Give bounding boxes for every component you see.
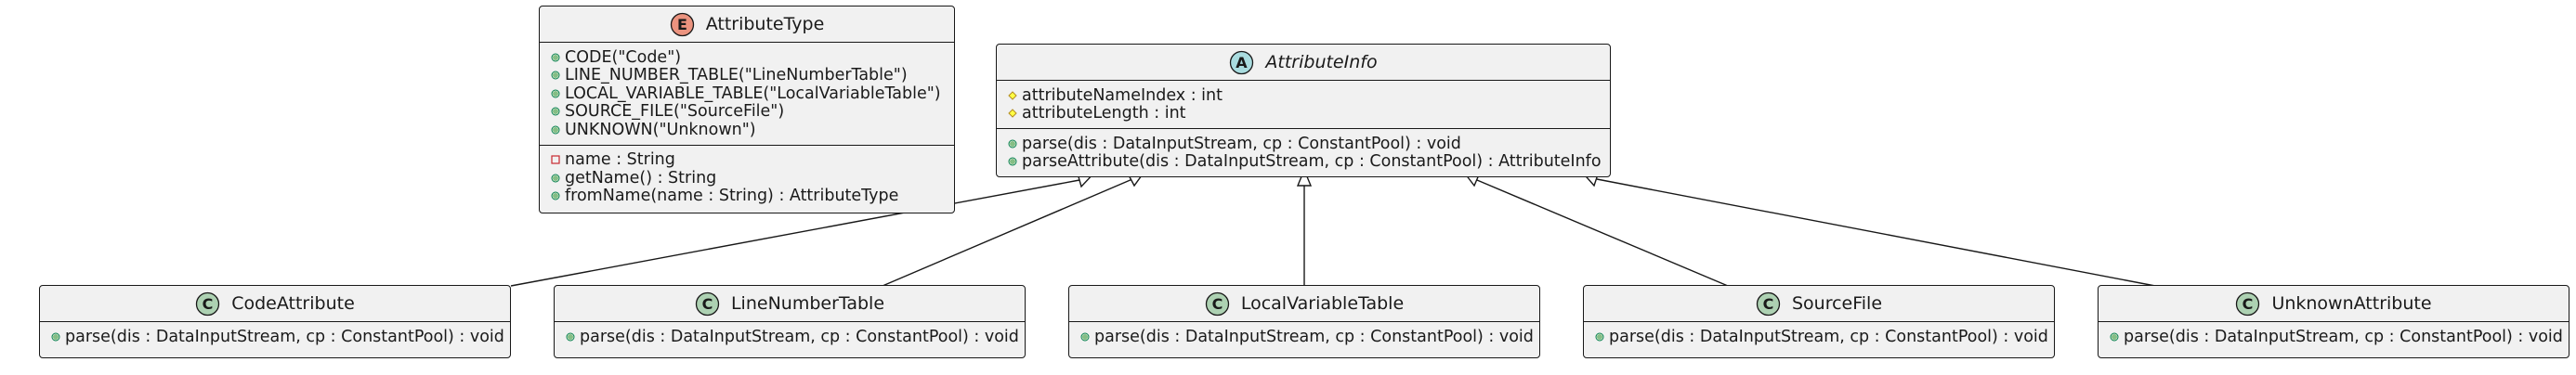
class-name: CodeAttribute [231, 293, 355, 314]
public-visibility-icon [551, 71, 565, 80]
svg-text:C: C [2243, 295, 2254, 313]
class-header: C LocalVariableTable [1069, 286, 1539, 321]
public-visibility-icon [551, 125, 565, 135]
class-badge-icon: C [695, 291, 720, 316]
public-visibility-icon [551, 191, 565, 200]
class-methods: parse(dis : DataInputStream, cp : Consta… [555, 322, 1025, 352]
attributeinfo-fields: attributeNameIndex : int attributeLength… [997, 81, 1610, 128]
class-method: parse(dis : DataInputStream, cp : Consta… [2110, 328, 2563, 346]
class-field: attributeNameIndex : int [1008, 86, 1601, 105]
unknownattribute-class[interactable]: C UnknownAttribute parse(dis : DataInput… [2098, 285, 2569, 358]
localvariabletable-class[interactable]: C LocalVariableTable parse(dis : DataInp… [1068, 285, 1540, 358]
class-name: LineNumberTable [730, 293, 885, 314]
class-name: LocalVariableTable [1240, 293, 1405, 314]
attributetype-name: AttributeType [705, 14, 825, 34]
class-method: parse(dis : DataInputStream, cp : Consta… [1595, 328, 2048, 346]
protected-visibility-icon [1008, 109, 1022, 118]
class-badge-icon: C [1205, 291, 1229, 316]
protected-visibility-icon [1008, 91, 1022, 100]
attributeinfo-abstract-class[interactable]: A AttributeInfo attributeNameIndex : int… [996, 44, 1611, 177]
sourcefile-class[interactable]: C SourceFile parse(dis : DataInputStream… [1583, 285, 2055, 358]
class-method: parse(dis : DataInputStream, cp : Consta… [566, 328, 1019, 346]
enum-field: name : String [551, 150, 945, 169]
public-visibility-icon [1008, 139, 1022, 149]
class-name: SourceFile [1791, 293, 1883, 314]
attributeinfo-name: AttributeInfo [1265, 52, 1378, 72]
enum-method: fromName(name : String) : AttributeType [551, 187, 945, 205]
generalization-arrowhead [1296, 168, 1313, 187]
svg-text:C: C [702, 295, 713, 313]
private-visibility-icon [551, 155, 565, 164]
class-method: parse(dis : DataInputStream, cp : Consta… [1080, 328, 1534, 346]
class-badge-icon: C [196, 291, 220, 316]
edge-sourcefile [1476, 179, 1729, 287]
class-methods: parse(dis : DataInputStream, cp : Consta… [2099, 322, 2569, 352]
enum-method: getName() : String [551, 169, 945, 188]
class-header: C LineNumberTable [555, 286, 1025, 321]
class-method: parseAttribute(dis : DataInputStream, cp… [1008, 152, 1602, 171]
class-method: parse(dis : DataInputStream, cp : Consta… [1008, 135, 1601, 153]
enum-constant: UNKNOWN("Unknown") [551, 121, 945, 139]
class-header: C CodeAttribute [40, 286, 510, 321]
linenumbertable-class[interactable]: C LineNumberTable parse(dis : DataInputS… [554, 285, 1026, 358]
public-visibility-icon [551, 174, 565, 183]
edge-codeattribute [510, 179, 1080, 287]
class-header: C UnknownAttribute [2099, 286, 2569, 321]
enum-constant: CODE("Code") [551, 48, 945, 67]
class-name: UnknownAttribute [2271, 293, 2432, 314]
class-field: attributeLength : int [1008, 104, 1601, 123]
attributetype-constants: CODE("Code") LINE_NUMBER_TABLE("LineNumb… [540, 43, 954, 145]
public-visibility-icon [1008, 157, 1022, 166]
attributetype-header: E AttributeType [540, 6, 954, 42]
class-badge-icon: C [1756, 291, 1781, 316]
public-visibility-icon [1595, 332, 1609, 342]
enum-constant: LINE_NUMBER_TABLE("LineNumberTable") [551, 66, 945, 84]
enum-badge-letter: E [677, 16, 687, 33]
enum-constant: LOCAL_VARIABLE_TABLE("LocalVariableTable… [551, 84, 945, 103]
class-methods: parse(dis : DataInputStream, cp : Consta… [1584, 322, 2054, 352]
edge-unknownattribute [1596, 178, 2156, 287]
class-methods: parse(dis : DataInputStream, cp : Consta… [40, 322, 510, 352]
abstract-badge-letter: A [1236, 54, 1249, 71]
class-badge-icon: C [2236, 291, 2260, 316]
public-visibility-icon [1080, 332, 1094, 342]
public-visibility-icon [551, 53, 565, 62]
svg-text:C: C [1211, 295, 1223, 313]
class-methods: parse(dis : DataInputStream, cp : Consta… [1069, 322, 1539, 352]
public-visibility-icon [551, 89, 565, 98]
class-header: C SourceFile [1584, 286, 2054, 321]
abstract-badge-icon: A [1230, 50, 1254, 74]
edge-linenumbertable [882, 178, 1133, 287]
public-visibility-icon [2110, 332, 2124, 342]
attributetype-members: name : String getName() : String fromNam… [540, 146, 954, 212]
attributeinfo-methods: parse(dis : DataInputStream, cp : Consta… [997, 129, 1610, 176]
class-method: parse(dis : DataInputStream, cp : Consta… [51, 328, 504, 346]
enum-constant: SOURCE_FILE("SourceFile") [551, 102, 945, 121]
public-visibility-icon [51, 332, 65, 342]
svg-text:C: C [203, 295, 214, 313]
enum-badge-icon: E [670, 12, 694, 36]
attributeinfo-header: A AttributeInfo [997, 45, 1610, 80]
public-visibility-icon [566, 332, 580, 342]
svg-text:C: C [1763, 295, 1774, 313]
codeattribute-class[interactable]: C CodeAttribute parse(dis : DataInputStr… [39, 285, 511, 358]
public-visibility-icon [551, 107, 565, 116]
attributetype-enum[interactable]: E AttributeType CODE("Code") LINE_NUMBER… [539, 6, 955, 213]
